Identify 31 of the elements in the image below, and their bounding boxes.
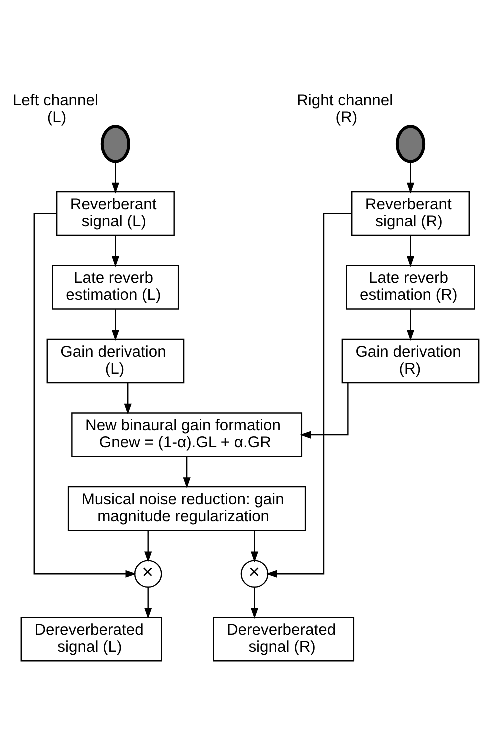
arrow xyxy=(144,530,152,563)
arrow xyxy=(406,310,415,341)
arrow xyxy=(406,162,415,194)
arrow xyxy=(183,457,191,489)
node-box: Gain derivation (R) xyxy=(342,338,480,384)
node-box: Reverberant signal (R) xyxy=(352,191,470,236)
node-box: Late reverb estimation (L) xyxy=(52,265,180,310)
node-box: Reverberant signal (L) xyxy=(56,191,175,236)
node-box: Late reverb estimation (R) xyxy=(346,265,476,310)
arrow xyxy=(406,236,415,268)
arrow xyxy=(250,530,259,563)
arrow xyxy=(34,213,137,578)
arrow xyxy=(300,383,349,439)
node-circle: × xyxy=(134,560,162,588)
arrow xyxy=(112,236,120,268)
node-ellipse xyxy=(100,125,131,164)
arrow xyxy=(124,383,132,415)
node-circle: × xyxy=(240,560,269,588)
arrow xyxy=(112,310,120,341)
node-label: Left channel (L) xyxy=(12,92,98,126)
arrow xyxy=(250,588,259,619)
node-box: Dereverberated signal (L) xyxy=(20,617,162,662)
arrow xyxy=(112,162,120,194)
node-box: Dereverberated signal (R) xyxy=(213,617,355,662)
node-ellipse xyxy=(396,125,426,164)
node-label: Right channel (R) xyxy=(297,92,394,126)
arrow xyxy=(266,213,352,578)
node-box: Gain derivation (L) xyxy=(46,338,185,384)
node-box: New binaural gain formation Gnew = (1-α).GL + α.GR xyxy=(72,412,303,458)
node-box: Musical noise reduction: gain magnitude regularization xyxy=(68,486,306,532)
arrow xyxy=(144,588,152,619)
